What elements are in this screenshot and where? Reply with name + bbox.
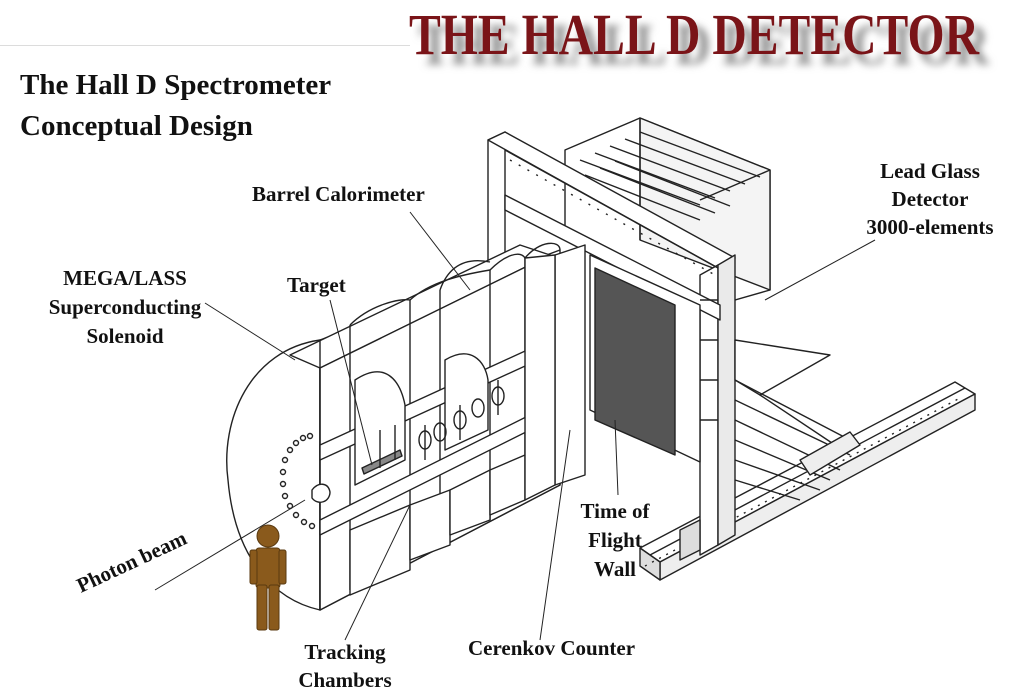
banner-shadow: THE HALL D DETECTOR <box>419 12 990 77</box>
label-cerenkov-counter: Cerenkov Counter <box>468 636 636 660</box>
label-lead-glass-2: Detector <box>891 187 969 211</box>
label-tracking-2: Chambers <box>298 668 392 692</box>
label-lead-glass-1: Lead Glass <box>880 159 980 183</box>
cerenkov-counter <box>524 244 586 501</box>
label-time-of-flight-1: Time of <box>580 499 650 523</box>
leader-lines <box>154 211 876 641</box>
banner-title: THE HALL D DETECTOR THE HALL D DETECTOR <box>409 2 990 77</box>
label-tracking-1: Tracking <box>304 640 386 664</box>
heading-line-2: Conceptual Design <box>20 110 253 142</box>
label-target: Target <box>287 273 346 297</box>
label-mega-lass-3: Solenoid <box>86 324 164 348</box>
end-cap-bolts <box>279 432 316 530</box>
label-barrel-calorimeter: Barrel Calorimeter <box>252 182 425 206</box>
header-rule <box>0 45 410 46</box>
label-time-of-flight-3: Wall <box>593 557 636 581</box>
solenoid-body <box>226 242 561 611</box>
label-time-of-flight-2: Flight <box>588 528 642 552</box>
heading-line-1: The Hall D Spectrometer <box>20 69 332 101</box>
label-mega-lass-2: Superconducting <box>48 295 202 319</box>
label-lead-glass-3: 3000-elements <box>866 215 994 239</box>
person-scale-figure <box>249 524 287 631</box>
time-of-flight-wall <box>589 254 701 463</box>
label-mega-lass-1: MEGA/LASS <box>63 266 187 290</box>
support-frame <box>487 131 861 561</box>
banner-text: THE HALL D DETECTOR <box>409 2 980 67</box>
